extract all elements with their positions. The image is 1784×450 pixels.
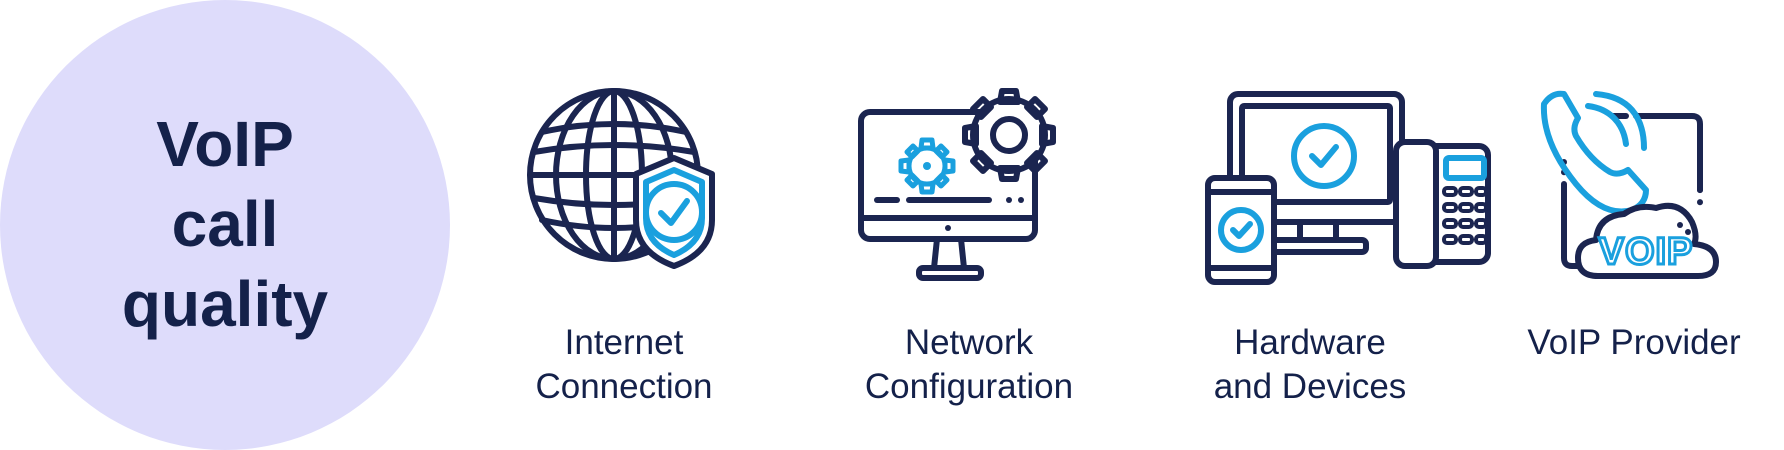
factor-label: Network Configuration — [809, 321, 1129, 409]
factor-label: Internet Connection — [464, 321, 784, 409]
factor-label: VoIP Provider — [1474, 321, 1784, 365]
factor-label-line: and Devices — [1213, 367, 1407, 406]
factor-internet-connection: Internet Connection — [484, 70, 764, 430]
globe-shield-icon — [527, 88, 715, 269]
hero-title-line: VoIP — [156, 108, 294, 180]
factor-network-configuration: Network Configuration — [829, 70, 1109, 430]
factor-label-line: Connection — [535, 367, 713, 406]
hero-title-line: call — [171, 188, 279, 260]
devices-icon — [1205, 91, 1491, 285]
factor-label-line: Network — [904, 323, 1034, 362]
factor-label-line: Hardware — [1234, 323, 1386, 362]
factor-label-line: Configuration — [864, 367, 1074, 406]
phone-cloud-voip-icon: VOIP — [1540, 90, 1719, 279]
hero-circle — [0, 0, 450, 450]
factor-hardware-and-devices: Hardware and Devices — [1170, 70, 1491, 430]
factor-label-line: Internet — [564, 323, 684, 362]
factor-label: Hardware and Devices — [1150, 321, 1470, 409]
hero-title: VoIP call quality — [0, 104, 450, 344]
voip-badge-text: VOIP — [1599, 231, 1694, 273]
monitor-gears-icon — [858, 88, 1056, 281]
hero-title-line: quality — [121, 268, 329, 340]
factor-voip-provider: VOIP VoIP Provider — [1494, 70, 1774, 430]
factor-label-line: VoIP Provider — [1527, 323, 1741, 362]
